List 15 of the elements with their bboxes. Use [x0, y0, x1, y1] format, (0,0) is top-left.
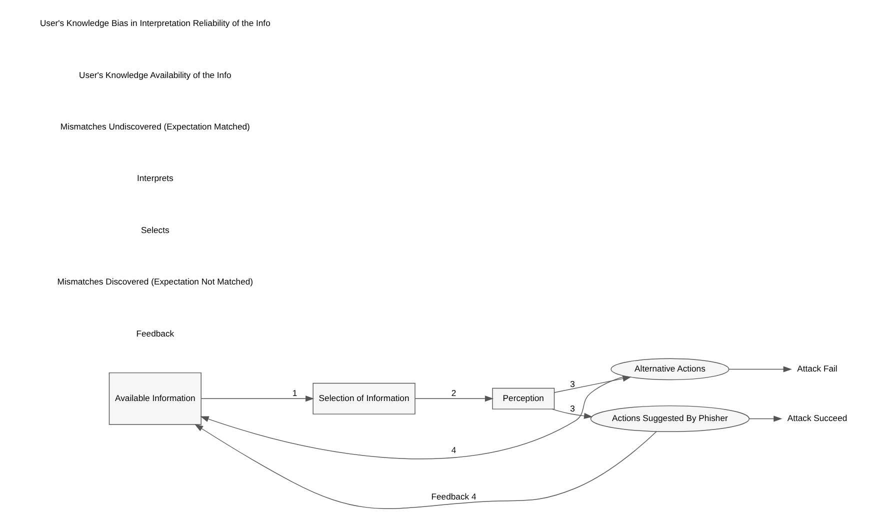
label: Selects: [140, 224, 169, 235]
node-text: Attack Succeed: [786, 412, 847, 423]
edge-label: 2: [450, 388, 456, 398]
edge-label: 1: [292, 388, 297, 398]
label: Mismatches Undiscovered (Expectation Matched): [60, 122, 250, 132]
edge-label: 4: [450, 444, 456, 455]
edge-label: Feedback 4: [430, 492, 476, 502]
label: Interprets: [136, 173, 173, 184]
node-text: Attack Fail: [796, 363, 837, 374]
edge-label: 3: [570, 403, 574, 414]
label: User's Knowledge Bias in Interpretation Reliability of the Info: [39, 18, 270, 28]
label: Mismatches Discovered (Expectation Not Matched): [56, 276, 253, 287]
label: User's Knowledge Availability of the Info: [78, 70, 231, 80]
label: Feedback: [136, 328, 174, 338]
edge-label: 3: [570, 378, 574, 389]
